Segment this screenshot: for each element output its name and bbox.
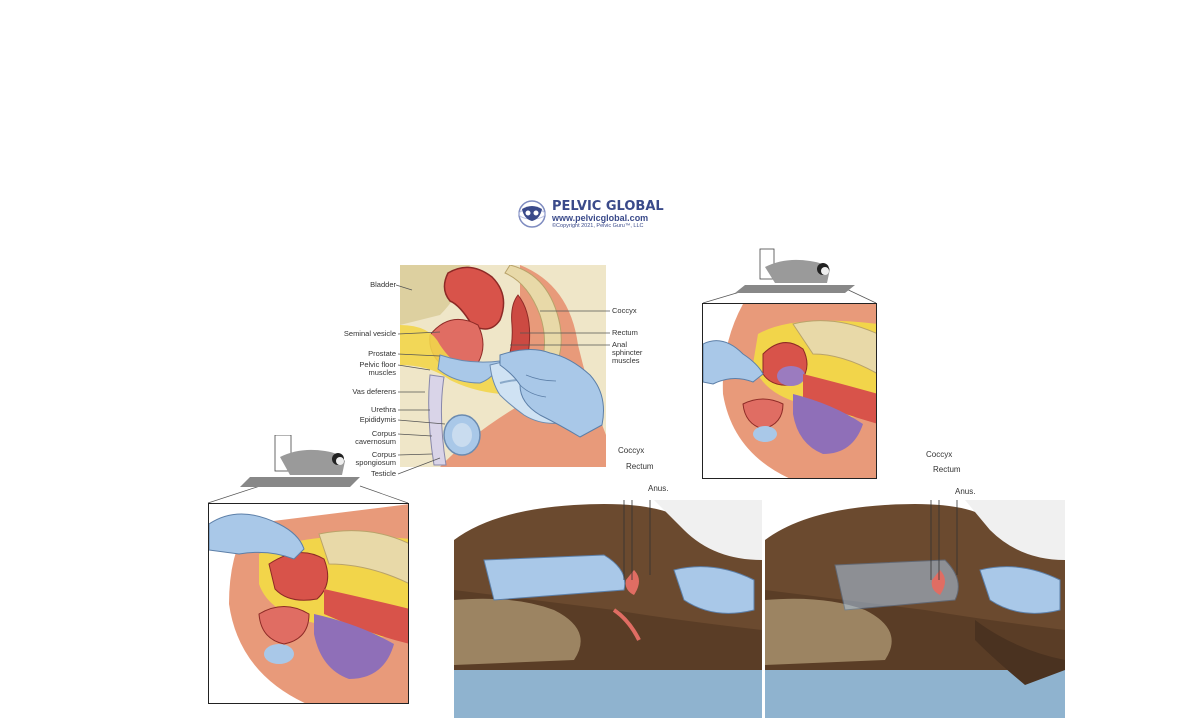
label-coccyx: Coccyx <box>612 306 637 315</box>
brand-name: PELVIC GLOBAL <box>552 199 664 214</box>
label-corpus-spongiosum: Corpus spongiosum <box>355 450 396 467</box>
photo-right-label-rectum: Rectum <box>933 465 961 474</box>
label-rectum: Rectum <box>612 328 638 337</box>
label-anal-sphincter: Anal sphincter muscles <box>612 340 643 365</box>
kneeling-patient-icon <box>735 248 855 293</box>
gloved-hand-illustration <box>499 349 604 438</box>
exam-photo-right <box>765 500 1065 718</box>
brand-logo: PELVIC GLOBAL www.pelvicglobal.com ©Copy… <box>514 197 674 231</box>
photo-right-label-anus: Anus. <box>955 487 976 496</box>
label-vas-deferens: Vas deferens <box>352 387 396 396</box>
photo-center-label-anus: Anus. <box>648 484 669 493</box>
brand-url: www.pelvicglobal.com <box>552 213 649 223</box>
brand-copyright: ©Copyright 2021, Pelvic Guru™, LLC <box>552 223 644 229</box>
zoom-panel-bottom-left <box>208 503 409 704</box>
label-bladder: Bladder <box>370 280 396 289</box>
label-corpus-cavernosum: Corpus cavernosum <box>355 429 396 446</box>
label-epididymis: Epididymis <box>359 415 396 424</box>
label-testicle: Testicle <box>370 469 396 478</box>
zoom-panel-top-right <box>702 303 877 479</box>
kneeling-patient-icon-2 <box>240 435 360 487</box>
label-prostate: Prostate <box>368 349 396 358</box>
label-urethra: Urethra <box>370 405 396 414</box>
photo-center-label-coccyx: Coccyx <box>618 446 645 455</box>
label-pelvic-floor-muscles: Pelvic floor muscles <box>359 360 396 377</box>
exam-photo-center <box>454 500 762 718</box>
photo-right-label-coccyx: Coccyx <box>926 450 953 459</box>
label-seminal-vesicle: Seminal vesicle <box>343 329 396 338</box>
pelvis-logo-icon <box>518 200 546 228</box>
photo-center-label-rectum: Rectum <box>626 462 654 471</box>
